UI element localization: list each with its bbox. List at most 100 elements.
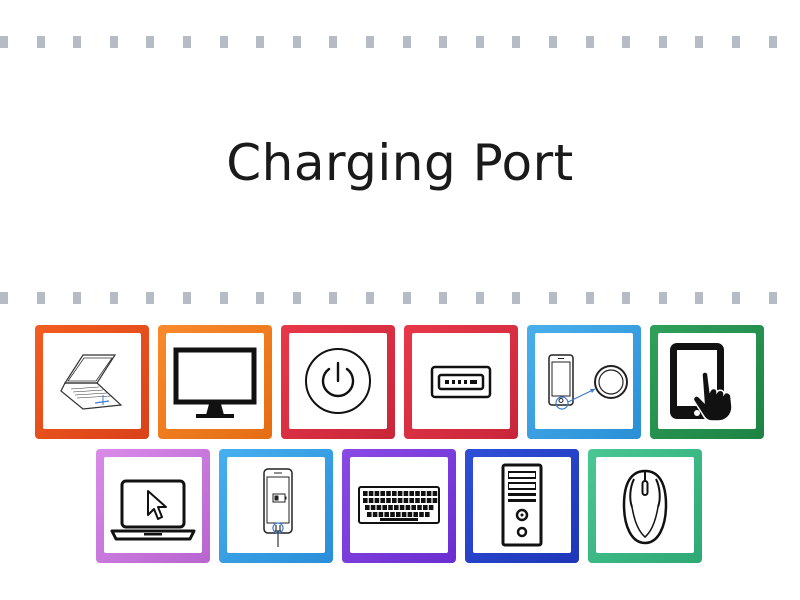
divider-dash (110, 36, 118, 48)
answer-tile-tablet-touch[interactable] (650, 325, 764, 439)
power-button-icon (305, 348, 371, 414)
keyboard-key (363, 491, 368, 496)
divider-dash (769, 36, 777, 48)
divider-dash (146, 36, 154, 48)
keyboard-key (378, 512, 384, 517)
divider-dash (256, 36, 264, 48)
answer-tile-laptop[interactable] (35, 325, 149, 439)
divider-dash (659, 292, 667, 304)
divider-dash (622, 292, 630, 304)
keyboard-key (367, 512, 372, 517)
keyboard-key (396, 512, 401, 517)
keyboard-key (368, 498, 374, 503)
keyboard-key (388, 505, 393, 510)
keyboard-key (392, 498, 397, 503)
divider-dash (512, 36, 520, 48)
keyboard-key (386, 491, 391, 496)
divider-dash (220, 36, 228, 48)
divider-dash (769, 292, 777, 304)
answer-tile-power-button[interactable] (281, 325, 395, 439)
keyboard-spacebar (380, 518, 418, 521)
keyboard-key (372, 512, 378, 517)
answer-tile-monitor[interactable] (158, 325, 272, 439)
keyboard-key (380, 498, 385, 503)
keyboard-key (415, 491, 420, 496)
answer-tile-mouse[interactable] (588, 449, 702, 563)
laptop-cursor-icon (110, 479, 196, 541)
keyboard-key (417, 505, 422, 510)
mouse-icon (622, 469, 668, 545)
keyboard-key (403, 498, 409, 503)
keyboard-key (392, 491, 397, 496)
divider-dash (256, 292, 264, 304)
answer-tile-phone-wireless-charging[interactable] (527, 325, 641, 439)
keyboard-key (382, 505, 387, 510)
divider-dash (73, 36, 81, 48)
divider-dash (403, 36, 411, 48)
divider-dash (220, 292, 228, 304)
divider-dash (293, 292, 301, 304)
keyboard-icon (358, 486, 440, 524)
dashed-divider-bottom (0, 292, 800, 304)
keyboard-key (413, 512, 418, 517)
keyboard-key (397, 491, 403, 496)
keyboard-key (409, 498, 414, 503)
tablet-touch-icon (670, 343, 733, 422)
keyboard-key (411, 505, 416, 510)
answer-tile-phone-charging-port[interactable] (219, 449, 333, 563)
keyboard-key (370, 505, 376, 510)
divider-dash (37, 36, 45, 48)
divider-dash (329, 36, 337, 48)
keyboard-key (432, 491, 438, 496)
divider-dash (586, 36, 594, 48)
divider-dash (549, 292, 557, 304)
keyboard-key (423, 505, 428, 510)
divider-dash (622, 36, 630, 48)
phone-wireless-charging-icon (548, 354, 628, 410)
usb-port-icon (430, 365, 492, 399)
keyboard-key (405, 505, 411, 510)
keyboard-key (419, 512, 424, 517)
keyboard-key (403, 491, 409, 496)
keyboard-key (415, 498, 420, 503)
keyboard-key (365, 505, 370, 510)
desktop-tower-icon (501, 463, 543, 547)
keyboard-key (397, 498, 403, 503)
answer-tile-desktop-tower[interactable] (465, 449, 579, 563)
keyboard-key (374, 498, 380, 503)
divider-dash (439, 36, 447, 48)
keyboard-key (368, 491, 374, 496)
divider-dash (476, 36, 484, 48)
divider-dash (183, 292, 191, 304)
divider-dash (476, 292, 484, 304)
divider-dash (549, 36, 557, 48)
divider-dash (293, 36, 301, 48)
divider-dash (366, 292, 374, 304)
laptop-icon (60, 354, 123, 410)
keyboard-key (376, 505, 382, 510)
divider-dash (659, 36, 667, 48)
answer-tile-laptop-cursor[interactable] (96, 449, 210, 563)
keyboard-key (386, 498, 391, 503)
divider-dash (0, 292, 8, 304)
keyboard-key (432, 498, 438, 503)
divider-dash (146, 292, 154, 304)
keyboard-key (426, 498, 432, 503)
answer-tile-usb-port[interactable] (404, 325, 518, 439)
divider-dash (695, 36, 703, 48)
divider-dash (366, 36, 374, 48)
prompt-text: Charging Port (226, 134, 574, 192)
keyboard-key (401, 512, 407, 517)
keyboard-key (421, 491, 426, 496)
keyboard-key (421, 498, 426, 503)
divider-dash (329, 292, 337, 304)
monitor-icon (173, 347, 257, 418)
divider-dash (695, 292, 703, 304)
keyboard-key (390, 512, 395, 517)
keyboard-key (384, 512, 389, 517)
keyboard-key (380, 491, 385, 496)
divider-dash (732, 292, 740, 304)
keyboard-key (394, 505, 399, 510)
keyboard-key (399, 505, 405, 510)
answer-tile-keyboard[interactable] (342, 449, 456, 563)
